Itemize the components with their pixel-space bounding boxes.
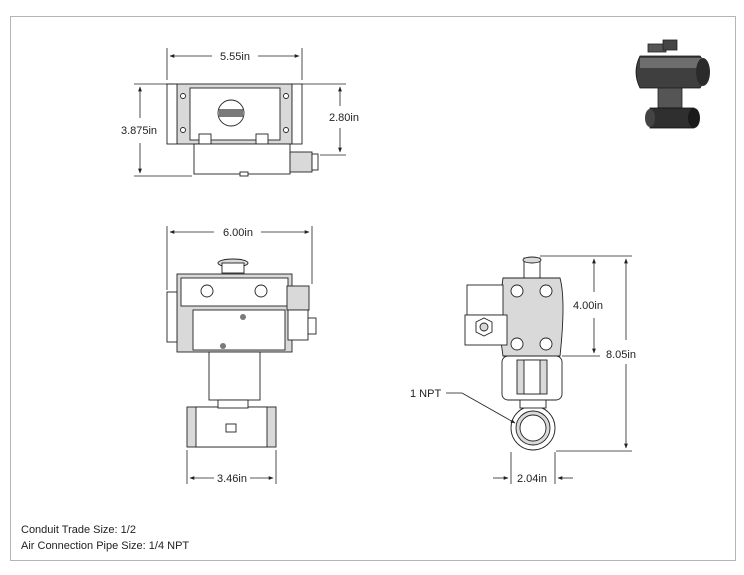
dim-front-width: 6.00in [223, 227, 253, 239]
dim-top-height-outer: 3.875in [121, 125, 157, 137]
side-view: 1 NPT 4.00in 8.05in 2.04in [410, 255, 636, 485]
dim-side-total-height: 8.05in [606, 349, 636, 361]
drawing-border [10, 16, 736, 561]
dim-top-width: 5.55in [220, 51, 250, 63]
note-conduit-trade-size: Conduit Trade Size: 1/2 [21, 524, 136, 536]
note-air-connection-size: Air Connection Pipe Size: 1/4 NPT [21, 540, 190, 552]
dim-top-height-inner: 2.80in [329, 112, 359, 124]
front-view: 6.00in 3.46in [166, 226, 317, 485]
valve-actuator-isometric-icon [635, 39, 710, 129]
side-solenoid [466, 284, 504, 316]
label-port-npt: 1 NPT [410, 388, 441, 400]
dim-front-base-width: 3.46in [217, 473, 247, 485]
front-bracket [208, 351, 261, 401]
dim-side-base-width: 2.04in [517, 473, 547, 485]
dim-side-upper-height: 4.00in [573, 300, 603, 312]
side-actuator-body [499, 277, 564, 357]
top-solenoid [193, 143, 291, 175]
top-view: 5.55in 3.875in 2.80in [121, 48, 359, 177]
